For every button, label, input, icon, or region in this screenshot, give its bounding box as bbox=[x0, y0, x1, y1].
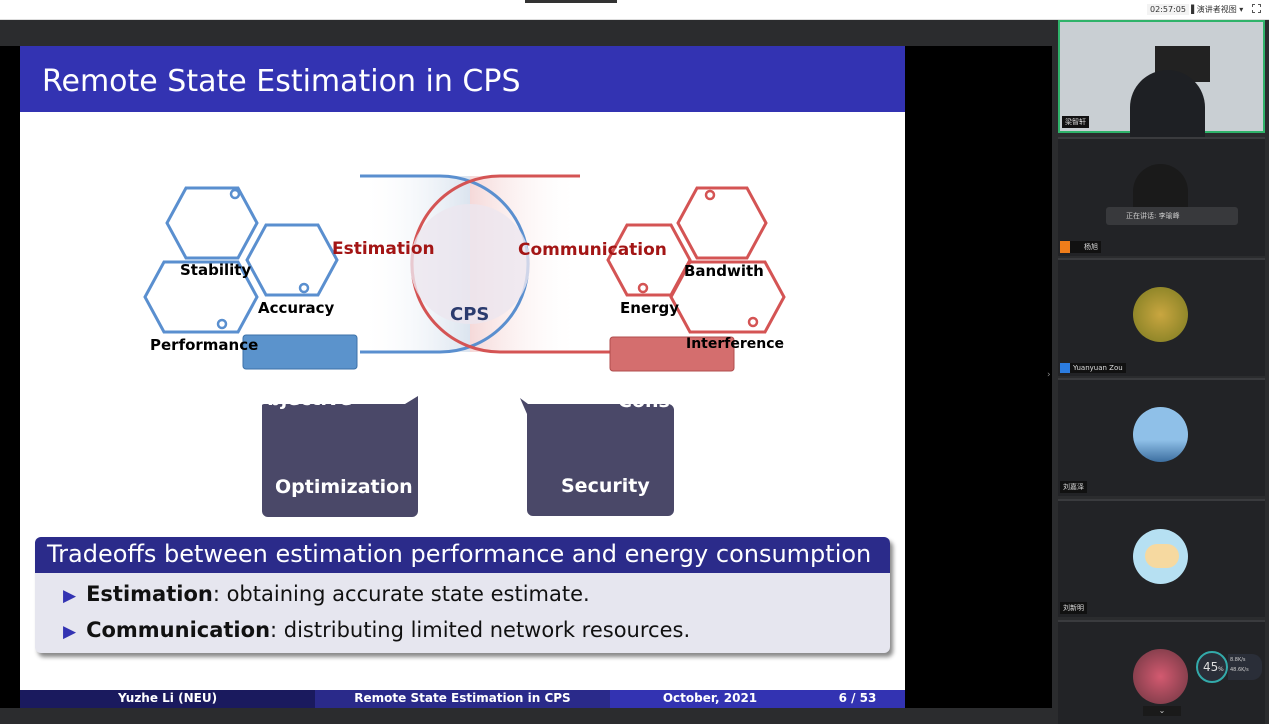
footer-page: 6 / 53 bbox=[810, 690, 905, 708]
top-bar: 02:57:05 ▐ 演讲者视图 ▾ bbox=[0, 0, 1269, 20]
download-speed: 48.6K/s bbox=[1230, 667, 1249, 673]
hexagon-stability bbox=[165, 186, 259, 260]
optimization-label: Optimization bbox=[275, 476, 413, 498]
hexagon-performance bbox=[143, 260, 259, 334]
participant-panel: 梁智轩 正在讲话: 李瑜峰 杨旭 Yuanyuan Zou 刘嘉泽 刘新明 45… bbox=[1047, 20, 1269, 724]
communication-label: Communication bbox=[518, 240, 667, 260]
upload-speed: 8.8K/s bbox=[1230, 657, 1246, 663]
avatar bbox=[1133, 407, 1188, 462]
presentation-slide: Remote State Estimation in CPS Stability… bbox=[20, 46, 905, 708]
tradeoff-block: Tradeoffs between estimation performance… bbox=[35, 537, 890, 653]
block-title: Tradeoffs between estimation performance… bbox=[35, 537, 890, 573]
cps-diagram bbox=[143, 174, 786, 517]
tag-bandwith: Bandwith bbox=[684, 262, 764, 280]
participant-tile-1[interactable]: 正在讲话: 李瑜峰 杨旭 bbox=[1058, 137, 1265, 256]
network-percent: 45 bbox=[1203, 660, 1219, 674]
speaker-video bbox=[1130, 70, 1205, 145]
security-label: Security bbox=[561, 475, 650, 497]
avatar bbox=[1133, 164, 1188, 209]
hexagon-bandwith bbox=[676, 186, 768, 260]
participant-video-0[interactable]: 梁智轩 bbox=[1058, 20, 1265, 145]
participant-tile-3[interactable]: 刘嘉泽 bbox=[1058, 378, 1265, 496]
participant-name: Yuanyuan Zou bbox=[1060, 363, 1126, 373]
tag-stability: Stability bbox=[180, 261, 252, 279]
tag-performance: Performance bbox=[150, 336, 259, 354]
constraint-label: Constraint bbox=[618, 390, 731, 412]
bullet-term: Communication bbox=[86, 618, 271, 642]
network-speed: 8.8K/s 48.6K/s bbox=[1228, 654, 1262, 680]
objective-label: Objective bbox=[251, 388, 353, 410]
participant-name: 刘嘉泽 bbox=[1060, 481, 1087, 493]
bullet-triangle-icon: ▶ bbox=[63, 622, 77, 642]
bullet-text: : distributing limited network resources… bbox=[270, 618, 691, 642]
meeting-clock: 02:57:05 bbox=[1147, 4, 1189, 15]
participant-tile-4[interactable]: 刘新明 bbox=[1058, 499, 1265, 617]
footer-title: Remote State Estimation in CPS bbox=[315, 690, 610, 708]
window-tab[interactable] bbox=[525, 0, 617, 3]
collapse-panel-chevron-icon[interactable]: › bbox=[1047, 370, 1051, 380]
avatar bbox=[1133, 649, 1188, 704]
hexagon-accuracy bbox=[245, 223, 339, 297]
letterbox-left bbox=[0, 46, 20, 708]
footer-author: Yuzhe Li (NEU) bbox=[20, 690, 315, 708]
tag-interference: Interference bbox=[686, 336, 785, 352]
participant-tile-2[interactable]: Yuanyuan Zou bbox=[1058, 258, 1265, 376]
network-gauge: 45% bbox=[1196, 651, 1228, 683]
bullet-term: Estimation bbox=[86, 582, 213, 606]
tag-accuracy: Accuracy bbox=[258, 299, 335, 317]
avatar bbox=[1133, 287, 1188, 342]
footer-date: October, 2021 bbox=[610, 690, 810, 708]
view-mode-button[interactable]: ▐ 演讲者视图 ▾ bbox=[1188, 5, 1244, 14]
speaking-indicator: 正在讲话: 李瑜峰 bbox=[1106, 207, 1238, 225]
estimation-label: Estimation bbox=[332, 239, 435, 259]
participant-name: 杨旭 bbox=[1060, 241, 1101, 253]
participant-tile-5[interactable]: 45% 8.8K/s 48.6K/s ⌄ bbox=[1058, 620, 1265, 724]
cps-label: CPS bbox=[450, 304, 490, 325]
scroll-down-chevron-icon[interactable]: ⌄ bbox=[1143, 706, 1181, 716]
slide-footer: Yuzhe Li (NEU) Remote State Estimation i… bbox=[20, 690, 905, 708]
participant-name: 梁智轩 bbox=[1062, 116, 1089, 128]
participant-name: 刘新明 bbox=[1060, 602, 1087, 614]
bullet-estimation: ▶ Estimation: obtaining accurate state es… bbox=[63, 582, 590, 606]
slide-title: Remote State Estimation in CPS bbox=[20, 46, 905, 112]
bullet-text: : obtaining accurate state estimate. bbox=[212, 582, 590, 606]
bullet-communication: ▶ Communication: distributing limited net… bbox=[63, 618, 690, 642]
bullet-triangle-icon: ▶ bbox=[63, 586, 77, 606]
hexagon-energy bbox=[606, 223, 692, 297]
tag-energy: Energy bbox=[620, 299, 680, 317]
network-percent-unit: % bbox=[1218, 666, 1224, 673]
hexagon-interference bbox=[669, 260, 786, 334]
fullscreen-icon[interactable] bbox=[1252, 4, 1261, 13]
avatar bbox=[1133, 529, 1188, 584]
letterbox-right bbox=[905, 46, 1052, 708]
